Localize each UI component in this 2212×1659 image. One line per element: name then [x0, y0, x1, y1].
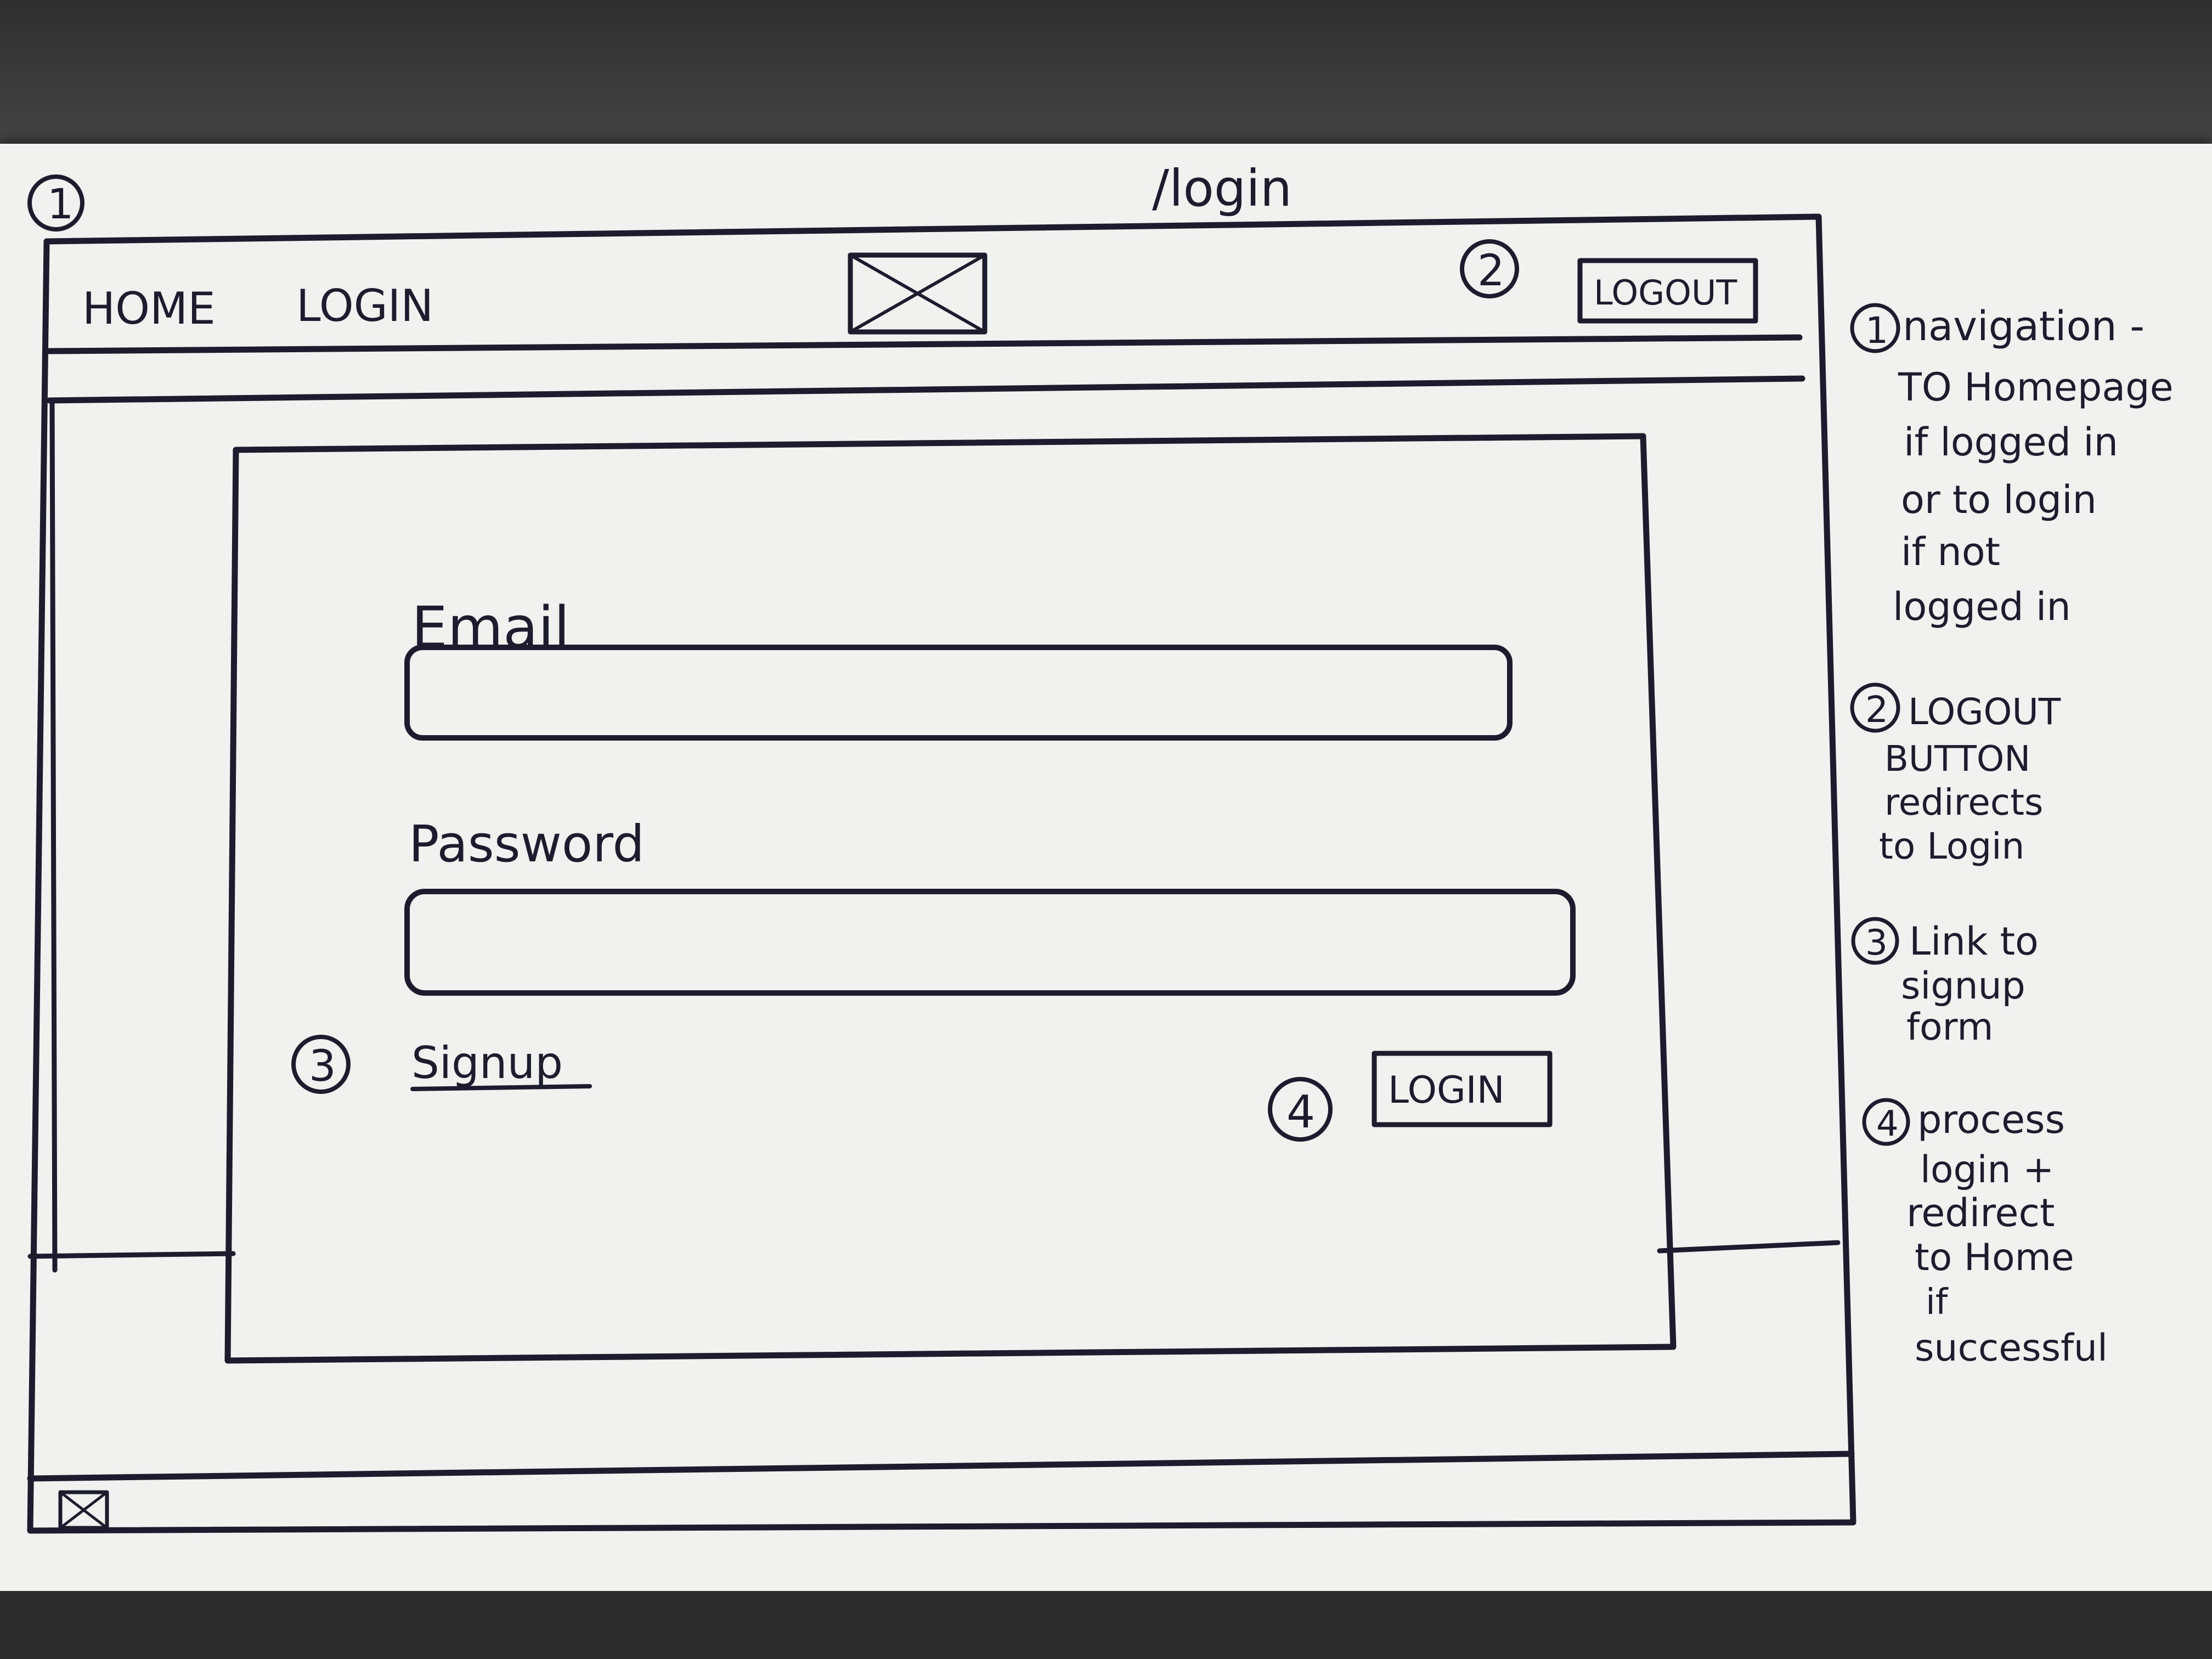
annotation-note-3: 3 Link to signup form	[1851, 917, 2039, 1049]
svg-text:process: process	[1917, 1097, 2065, 1142]
browser-frame	[27, 213, 1857, 1534]
desk-background	[0, 0, 2212, 148]
desk-background-bottom	[0, 1591, 2212, 1659]
login-button[interactable]: LOGIN	[1372, 1051, 1553, 1127]
svg-text:3: 3	[1865, 923, 1888, 963]
annotation-note-2: 2 LOGOUT BUTTON redirects to Login	[1850, 682, 2061, 867]
svg-text:4: 4	[1286, 1086, 1315, 1138]
navbar-secondary-line	[46, 375, 1805, 404]
svg-text:to Home: to Home	[1915, 1236, 2074, 1279]
email-field[interactable]	[404, 645, 1513, 741]
svg-text:3: 3	[309, 1042, 336, 1091]
navbar-bottom-line	[46, 334, 1803, 354]
logo-placeholder-icon	[848, 252, 988, 335]
svg-text:form: form	[1906, 1006, 1994, 1049]
svg-text:to Login: to Login	[1879, 825, 2024, 867]
password-field[interactable]	[404, 889, 1576, 996]
svg-text:or to login: or to login	[1901, 477, 2097, 522]
svg-text:redirects: redirects	[1884, 781, 2043, 823]
annotation-note-1: 1 navigation - TO Homepage if logged in …	[1850, 303, 2174, 629]
svg-text:4: 4	[1876, 1104, 1899, 1144]
email-label: Email	[411, 594, 570, 661]
marker-3: 3	[291, 1035, 351, 1094]
svg-text:2: 2	[1477, 246, 1505, 296]
marker-2: 2	[1460, 239, 1519, 298]
logout-button-label: LOGOUT	[1594, 273, 1737, 313]
svg-text:2: 2	[1865, 689, 1888, 731]
login-form-card	[224, 433, 1677, 1364]
footer-top-line	[27, 1451, 1855, 1482]
svg-text:login +: login +	[1920, 1148, 2054, 1192]
footer-image-placeholder-icon	[58, 1490, 109, 1530]
svg-text:if logged in: if logged in	[1904, 420, 2118, 465]
svg-text:redirect: redirect	[1906, 1190, 2055, 1235]
marker-1: 1	[27, 174, 84, 232]
password-label: Password	[409, 815, 645, 873]
svg-text:BUTTON: BUTTON	[1884, 739, 2030, 780]
page-title: /login	[1152, 159, 1292, 218]
marker-4: 4	[1268, 1077, 1333, 1142]
svg-text:LOGOUT: LOGOUT	[1908, 691, 2061, 733]
svg-text:1: 1	[1865, 309, 1888, 352]
svg-text:1: 1	[47, 179, 74, 228]
svg-text:if: if	[1926, 1282, 1949, 1323]
login-button-label: LOGIN	[1388, 1069, 1505, 1112]
svg-text:logged in: logged in	[1893, 584, 2071, 629]
svg-text:TO Homepage: TO Homepage	[1898, 365, 2174, 410]
content-right-footer-line	[1657, 1240, 1841, 1254]
nav-login-link[interactable]: LOGIN	[296, 280, 433, 331]
svg-text:navigation -: navigation -	[1903, 303, 2145, 350]
annotation-note-4: 4 process login + redirect to Home if su…	[1862, 1097, 2108, 1370]
content-left-border	[49, 400, 58, 1273]
signup-link-label: Signup	[411, 1037, 563, 1088]
svg-text:if not: if not	[1901, 529, 2000, 574]
logout-button[interactable]: LOGOUT	[1577, 258, 1758, 324]
content-left-footer-line	[27, 1251, 236, 1259]
signup-link[interactable]: Signup	[410, 1037, 592, 1091]
svg-text:signup: signup	[1901, 964, 2025, 1008]
navbar: HOME LOGIN 2 LOGOUT	[46, 239, 1805, 404]
svg-text:Link to: Link to	[1909, 919, 2039, 964]
nav-home-link[interactable]: HOME	[82, 283, 216, 334]
svg-text:successful: successful	[1915, 1327, 2108, 1370]
